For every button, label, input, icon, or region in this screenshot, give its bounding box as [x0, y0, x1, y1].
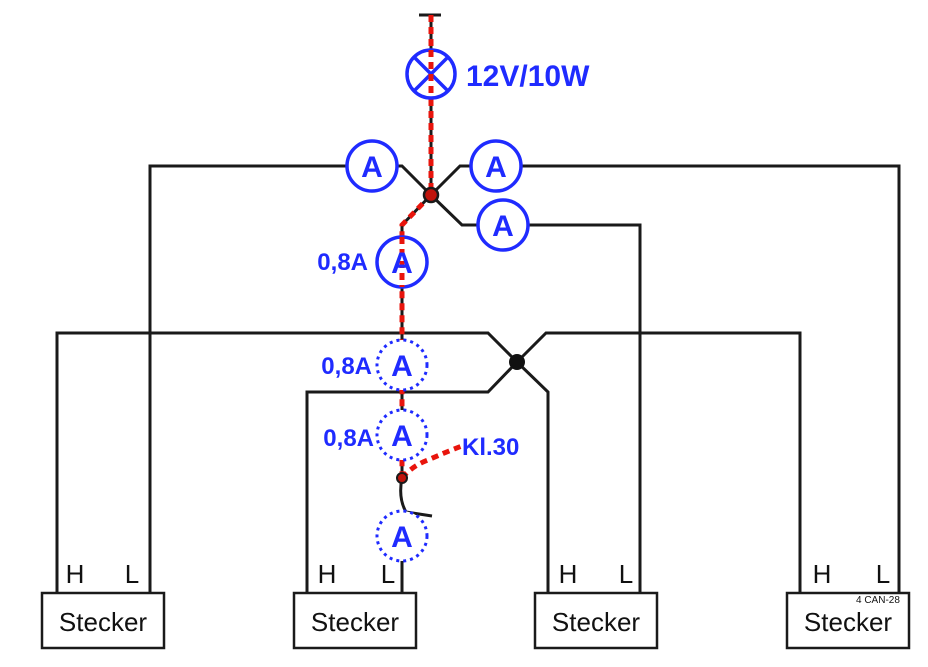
- connector-3: Stecker H L: [533, 559, 659, 650]
- connector-4: Stecker H L 4 CAN-28: [785, 559, 911, 650]
- connector-1: Stecker H L: [40, 559, 166, 650]
- lamp-symbol: [405, 48, 457, 100]
- connector-box: [785, 591, 911, 650]
- junction-dot-lower: [509, 354, 525, 370]
- ammeter-center: A: [375, 235, 429, 289]
- switch-pivot-dot: [396, 472, 408, 484]
- ammeter-dotted-1: A: [375, 338, 429, 392]
- ammeter-dotted-3: A: [375, 509, 429, 563]
- ammeter-circle: [345, 139, 399, 193]
- connector-label: Stecker: [59, 607, 147, 637]
- connector-box: [292, 591, 418, 650]
- ammeter-top-right: A: [469, 139, 523, 193]
- ammeter-dotted-circle: [375, 338, 429, 392]
- ammeter-symbol: A: [391, 420, 413, 453]
- wire-lower-center-left: [305, 360, 519, 594]
- ammeter-dotted-2: A: [375, 408, 429, 462]
- pin-h-label: H: [813, 559, 832, 589]
- wire-lower-center-right: [515, 360, 550, 594]
- junction-dot-upper: [422, 186, 440, 204]
- ammeter-symbol: A: [391, 521, 413, 554]
- current-reading: 0,8A: [321, 353, 372, 380]
- ammeter-circle: [476, 198, 530, 252]
- wire-mid-right: [429, 193, 642, 594]
- ammeter-top-left: A: [345, 139, 399, 193]
- ammeter-symbol: A: [492, 210, 514, 243]
- wire-lower-right: [515, 331, 802, 594]
- pin-l-label: L: [381, 559, 395, 589]
- wire-top-right: [429, 164, 901, 594]
- ammeter-symbol: A: [391, 350, 413, 383]
- ammeter-symbol: A: [485, 151, 507, 184]
- pin-l-label: L: [876, 559, 890, 589]
- pin-l-label: L: [619, 559, 633, 589]
- current-reading: 0,8A: [317, 249, 368, 276]
- pin-h-label: H: [66, 559, 85, 589]
- connector-label: Stecker: [552, 607, 640, 637]
- figure-code: 4 CAN-28: [856, 595, 900, 606]
- current-reading: 0,8A: [323, 425, 374, 452]
- ammeter-mid-right: A: [476, 198, 530, 252]
- connector-label: Stecker: [804, 607, 892, 637]
- connector-box: [40, 591, 166, 650]
- ammeter-circle: [469, 139, 523, 193]
- ammeter-symbol: A: [361, 151, 383, 184]
- connector-2: Stecker H L: [292, 559, 418, 650]
- pin-h-label: H: [559, 559, 578, 589]
- ammeter-dotted-circle: [375, 408, 429, 462]
- wiring: [55, 13, 901, 594]
- connector-box: [533, 591, 659, 650]
- pin-h-label: H: [318, 559, 337, 589]
- wire-lower-left: [55, 331, 519, 594]
- connector-label: Stecker: [311, 607, 399, 637]
- wire-top-left: [148, 164, 433, 594]
- pin-l-label: L: [125, 559, 139, 589]
- lamp-rating-label: 12V/10W: [466, 60, 590, 93]
- terminal-label: Kl.30: [462, 434, 519, 461]
- ammeter-symbol: A: [391, 247, 413, 280]
- ammeter-dotted-circle: [375, 509, 429, 563]
